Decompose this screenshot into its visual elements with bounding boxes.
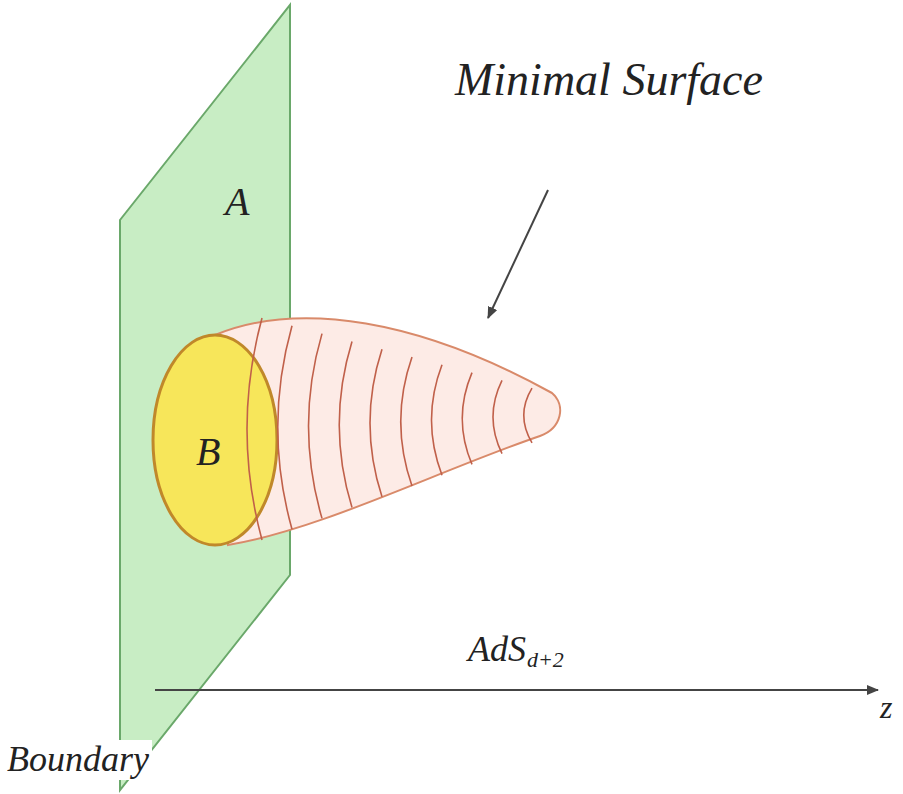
boundary-label: Boundary [4,740,152,780]
surface-rib [401,357,412,486]
region-label: B [196,430,220,474]
surface-rib [247,318,262,540]
z-axis [155,689,878,691]
surface-rib [370,349,382,497]
subscript-label: d+2 [527,648,564,672]
surface-ribs [247,318,532,540]
boundary-plane [120,5,290,790]
region-label: A [225,180,249,224]
region-b [153,335,277,545]
axis-label: z [880,690,892,725]
surface-rib [493,380,502,453]
callout-label: Minimal Surface [455,55,763,106]
surface-rib [524,388,532,443]
surface-rib [462,373,472,465]
surface-rib [309,334,323,519]
leader-arrow [488,190,548,318]
space-label: AdS [468,630,526,670]
surface-rib [278,326,292,529]
surface-rib [339,341,352,507]
surface-rib [432,365,443,475]
